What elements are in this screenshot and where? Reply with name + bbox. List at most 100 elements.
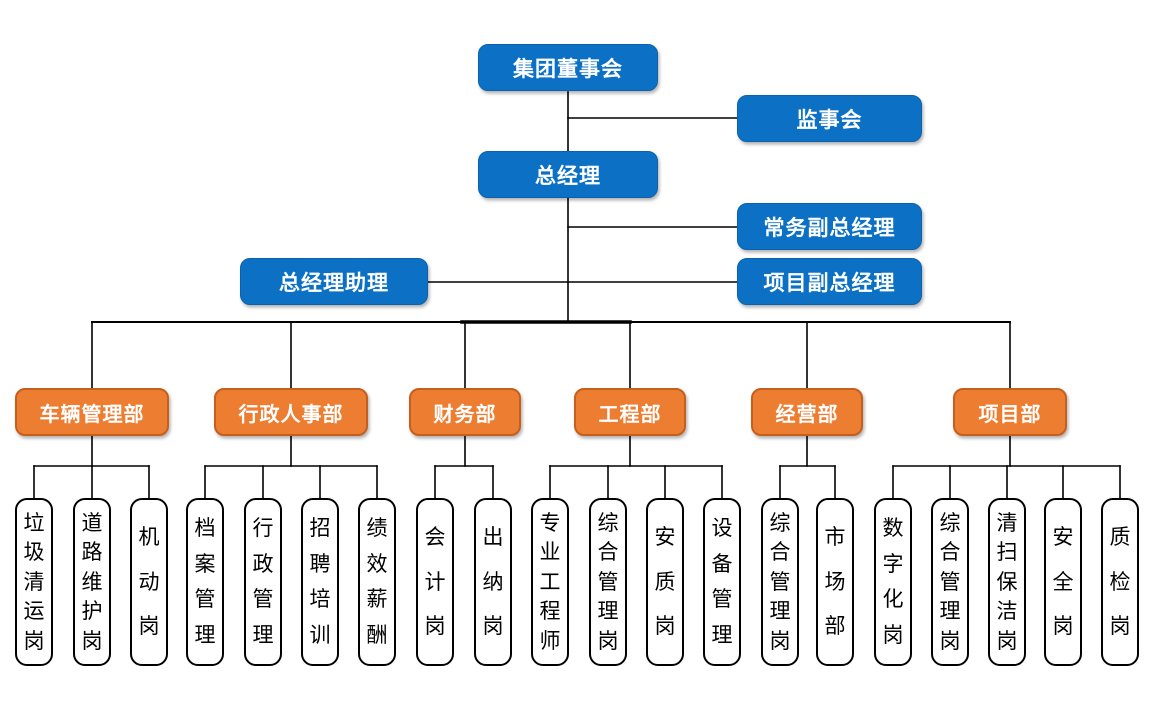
post-char: 动 <box>138 569 160 594</box>
post-char: 培 <box>309 587 331 612</box>
post-char: 行 <box>252 516 274 541</box>
dept-finance: 财务部 <box>409 388 521 436</box>
post-char: 岗 <box>1109 613 1131 638</box>
post-char: 垃 <box>23 510 45 535</box>
post-char: 计 <box>424 569 446 594</box>
post-box: 行政管理 <box>244 498 282 666</box>
post-char: 招 <box>309 516 331 541</box>
post-char: 合 <box>597 540 619 564</box>
post-char: 纳 <box>482 569 504 594</box>
post-char: 岗 <box>597 628 619 653</box>
post-box: 市场部 <box>816 498 854 666</box>
post-char: 清 <box>996 510 1018 535</box>
dept-business: 经营部 <box>751 388 863 436</box>
post-char: 洁 <box>996 599 1018 623</box>
post-char: 档 <box>194 516 216 541</box>
post-box: 综合管理岗 <box>761 498 799 666</box>
post-char: 维 <box>81 569 103 594</box>
post-char: 理 <box>194 622 216 647</box>
post-char: 检 <box>1109 569 1131 594</box>
dept-project: 项目部 <box>953 388 1067 436</box>
post-char: 安 <box>1052 525 1074 550</box>
post-char: 综 <box>597 510 619 535</box>
post-box: 招聘培训 <box>301 498 339 666</box>
post-char: 理 <box>769 599 791 623</box>
post-char: 训 <box>309 622 331 647</box>
post-char: 数 <box>882 516 904 541</box>
node-executive-deputy-gm: 常务副总经理 <box>737 203 922 250</box>
post-char: 岗 <box>138 613 160 638</box>
post-char: 岗 <box>1052 613 1074 638</box>
post-box: 会计岗 <box>416 498 454 666</box>
post-char: 管 <box>252 587 274 612</box>
post-box: 综合管理岗 <box>931 498 969 666</box>
post-char: 岗 <box>882 622 904 647</box>
post-char: 管 <box>769 569 791 594</box>
post-char: 岗 <box>23 628 45 653</box>
post-char: 合 <box>939 540 961 564</box>
post-char: 圾 <box>23 540 45 564</box>
dept-engineering: 工程部 <box>574 388 686 436</box>
post-char: 安 <box>654 525 676 550</box>
post-char: 岗 <box>939 628 961 653</box>
post-char: 岗 <box>482 613 504 638</box>
node-board-of-directors: 集团董事会 <box>478 44 658 91</box>
post-box: 道路维护岗 <box>73 498 111 666</box>
post-box: 档案管理 <box>186 498 224 666</box>
post-box: 安质岗 <box>646 498 684 666</box>
post-char: 运 <box>23 599 45 623</box>
node-supervisory-board: 监事会 <box>737 95 922 142</box>
post-char: 师 <box>539 628 561 653</box>
post-char: 管 <box>597 569 619 594</box>
post-char: 机 <box>138 525 160 550</box>
post-char: 薪 <box>366 587 388 612</box>
post-char: 场 <box>824 569 846 594</box>
post-char: 道 <box>81 510 103 535</box>
post-char: 质 <box>1109 525 1131 550</box>
post-char: 岗 <box>769 628 791 653</box>
post-box: 机动岗 <box>130 498 168 666</box>
post-char: 绩 <box>366 516 388 541</box>
post-box: 安全岗 <box>1044 498 1082 666</box>
post-char: 全 <box>1052 569 1074 594</box>
node-gm-assistant: 总经理助理 <box>240 258 428 305</box>
post-char: 市 <box>824 525 846 550</box>
post-char: 程 <box>539 599 561 623</box>
post-char: 管 <box>939 569 961 594</box>
post-char: 路 <box>81 540 103 564</box>
post-char: 管 <box>711 587 733 612</box>
post-box: 质检岗 <box>1101 498 1139 666</box>
post-char: 保 <box>996 569 1018 594</box>
post-box: 垃圾清运岗 <box>15 498 53 666</box>
post-char: 岗 <box>81 628 103 653</box>
post-char: 扫 <box>996 540 1018 564</box>
post-char: 理 <box>252 622 274 647</box>
post-char: 聘 <box>309 551 331 576</box>
node-general-manager: 总经理 <box>478 151 658 198</box>
post-box: 综合管理岗 <box>589 498 627 666</box>
post-char: 综 <box>769 510 791 535</box>
post-char: 设 <box>711 516 733 541</box>
post-char: 管 <box>194 587 216 612</box>
post-char: 理 <box>597 599 619 623</box>
post-box: 数字化岗 <box>874 498 912 666</box>
post-box: 出纳岗 <box>474 498 512 666</box>
post-char: 字 <box>882 551 904 576</box>
post-char: 岗 <box>996 628 1018 653</box>
post-char: 效 <box>366 551 388 576</box>
post-char: 岗 <box>424 613 446 638</box>
post-char: 化 <box>882 587 904 612</box>
post-box: 清扫保洁岗 <box>988 498 1026 666</box>
dept-vehicle-management: 车辆管理部 <box>15 388 169 436</box>
post-char: 出 <box>482 525 504 550</box>
post-char: 质 <box>654 569 676 594</box>
post-char: 理 <box>711 622 733 647</box>
post-box: 绩效薪酬 <box>358 498 396 666</box>
post-char: 合 <box>769 540 791 564</box>
post-box: 设备管理 <box>703 498 741 666</box>
post-char: 政 <box>252 551 274 576</box>
post-char: 综 <box>939 510 961 535</box>
post-char: 理 <box>939 599 961 623</box>
